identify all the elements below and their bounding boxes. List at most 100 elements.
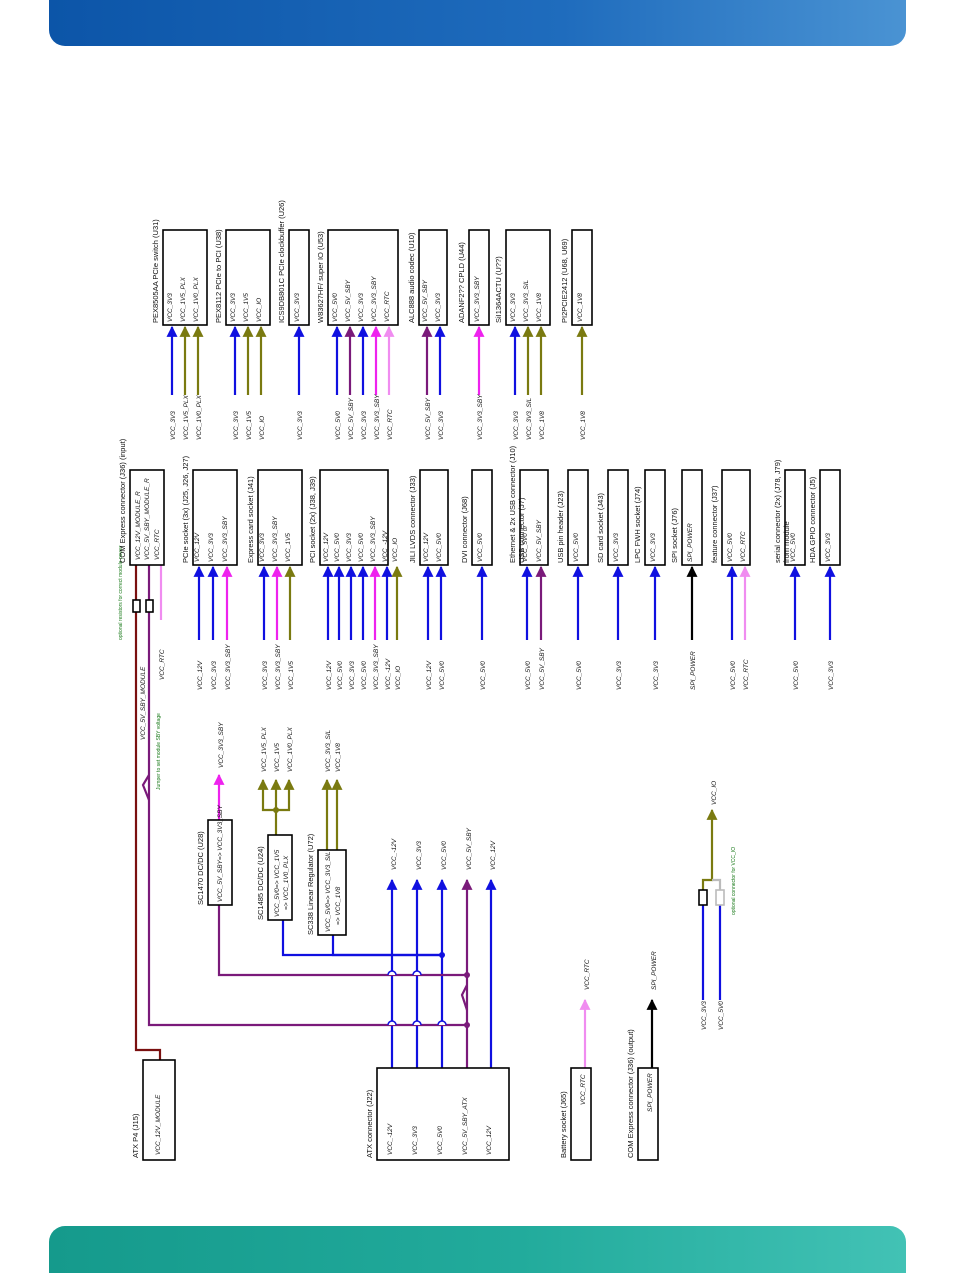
atx-pin-3: VCC_5V_SBY_ATX: [462, 1097, 469, 1155]
module-sby-label: VCC_5V_SBY_MODULE: [140, 666, 147, 740]
right-net-7-0: VCC_1V8: [580, 411, 587, 440]
sc1485-out-label-2: VCC_1V0_PLX: [287, 727, 294, 772]
mid-block-4: [471, 469, 493, 566]
mid-pin-1-2: VCC_1V5: [285, 533, 292, 562]
right-title-4: ALC888 audio codec (U10): [407, 232, 416, 323]
header-band: [49, 0, 906, 46]
battery-rail-label: VCC_RTC: [584, 959, 591, 990]
mid-title-3: JILI LVDS connector (J33): [408, 475, 417, 563]
right-pin-2-0: VCC_3V3: [294, 293, 301, 322]
mid-net-2-0: VCC_12V: [326, 660, 333, 690]
mid-pin-2-6: VCC_IO: [392, 538, 399, 562]
right-block-4: [418, 229, 448, 326]
right-pin-3-3: VCC_3V3_SBY: [371, 276, 378, 322]
right-pin-3-4: VCC_RTC: [384, 291, 391, 322]
mid-pin-7-0: VCC_3V3: [613, 533, 620, 562]
mid-title-4: DVI connector (J68): [460, 496, 469, 563]
right-pin-6-2: VCC_1V8: [536, 293, 543, 322]
atx-connector-title: ATX connector (J22): [365, 1089, 374, 1158]
mid-pin-2-4: VCC_3V3_SBY: [370, 516, 377, 562]
sc338-line2: => VCC_1V8: [335, 886, 342, 925]
mid-net-1-2: VCC_1V5: [288, 661, 295, 690]
mid-pin-3-1: VCC_5V0: [436, 533, 443, 562]
mid-net-5-0: VCC_5V0: [525, 661, 532, 690]
battery-title: Battery socket (J65): [559, 1091, 568, 1158]
com-input-block: [129, 469, 165, 566]
mid-title-8: LPC FWH socket (J74): [633, 486, 642, 563]
vio-in1-label: VCC_3V3: [701, 1001, 708, 1030]
mid-block-0: [192, 469, 238, 566]
mid-net-2-1: VCC_5V0: [337, 661, 344, 690]
junction-5v0: [439, 952, 445, 958]
right-net-1-1: VCC_1V5: [246, 411, 253, 440]
mid-pin-0-1: VCC_3V3: [208, 533, 215, 562]
mid-pin-2-1: VCC_5V0: [334, 533, 341, 562]
sby-switch: [460, 984, 469, 1011]
right-pin-3-1: VCC_5V_SBY: [345, 279, 352, 322]
mid-net-0-0: VCC_12V: [197, 660, 204, 690]
right-block-7: [571, 229, 593, 326]
mid-net-2-3: VCC_5V0: [361, 661, 368, 690]
right-net-6-2: VCC_1V8: [539, 411, 546, 440]
module-jumper: [141, 774, 151, 801]
sc1485-out-a: [257, 778, 278, 835]
vio-note: optional connector for VCC_IO: [731, 847, 737, 915]
mid-net-6-0: VCC_5V0: [576, 661, 583, 690]
sc1485-line1: VCC_5V0=> VCC_1V5: [274, 849, 281, 917]
vio-in2-label: VCC_5V0: [718, 1001, 725, 1030]
mid-net-0-1: VCC_3V3: [211, 661, 218, 690]
com-input-title: COM Express connector (J36) (input): [118, 438, 127, 563]
com-output-block: [637, 1067, 659, 1161]
mid-title-2: PCI socket (2x) (J38, J39): [308, 476, 317, 563]
atx-connector-block: [376, 1067, 510, 1161]
mid-title2-11: from module: [782, 521, 791, 563]
right-title-7: PI2PCIE2412 (U68, U69): [560, 238, 569, 323]
mid-title-11: serial connector (2x) (J78, J79): [773, 459, 782, 563]
sc1470-block: [207, 819, 233, 906]
mid-title-5: Ethernet & 2x USB connector (J10): [508, 445, 517, 563]
sc1470-title: SC1470 DC/DC (U28): [196, 831, 205, 905]
com-output-pin: SPI_POWER: [647, 1073, 654, 1112]
mid-net-1-0: VCC_3V3: [262, 661, 269, 690]
junction-sby-1: [464, 972, 470, 978]
right-net-1-0: VCC_3V3: [233, 411, 240, 440]
sc1485-out-c: [276, 778, 295, 812]
mid-block-3: [419, 469, 449, 566]
right-net-3-0: VCC_5V0: [335, 411, 342, 440]
mid-pin-5-1: VCC_5V_SBY: [536, 519, 543, 562]
battery-pin: VCC_RTC: [580, 1074, 587, 1105]
module-sby-wire: [147, 612, 467, 1027]
right-pin-0-2: VCC_1V0_PLX: [193, 277, 200, 322]
atx-pin-1: VCC_3V3: [412, 1126, 419, 1155]
mid-block-2: [319, 469, 389, 566]
sc1485-junction: [273, 807, 279, 813]
atx-pin-0: VCC_-12V: [387, 1123, 394, 1155]
junction-sby-2: [464, 1022, 470, 1028]
mid-net-2-6: VCC_IO: [395, 666, 402, 690]
right-title-5: ADANF2?? CPLD (U44): [457, 242, 466, 323]
mid-net-2-5: VCC_-12V: [385, 658, 392, 690]
right-block-1: [225, 229, 271, 326]
mid-net-0-2: VCC_3V3_SBY: [225, 644, 232, 690]
atx-p4-block: [142, 1059, 176, 1161]
mid-pin-10-0: VCC_5V0: [727, 533, 734, 562]
right-title-0: PEX8505AA PCIe switch (U31): [151, 219, 160, 323]
right-title-2: ICS9DB801C PCIe clockbuffer (U26): [277, 200, 286, 323]
mid-pin-10-1: VCC_RTC: [740, 531, 747, 562]
hop-b-0: [387, 1020, 397, 1026]
mid-pin-2-2: VCC_3V3: [346, 533, 353, 562]
rail-label-4: VCC_12V: [490, 840, 497, 870]
mid-title-12: HDA GPIO connector (J5): [808, 476, 817, 563]
mid-title2-5: USB connector (J7): [517, 497, 526, 563]
right-title-1: PEX8112 PCIe to PCI (U38): [214, 229, 223, 323]
mid-net-10-1: VCC_RTC: [743, 659, 750, 690]
mid-net-7-0: VCC_3V3: [616, 661, 623, 690]
mid-net-1-1: VCC_3V3_SBY: [275, 644, 282, 690]
rail-label-3: VCC_5V_SBY: [466, 827, 473, 870]
right-net-4-0: VCC_5V_SBY: [425, 397, 432, 440]
atx-p4-title: ATX P4 (J15): [131, 1113, 140, 1158]
right-net-0-0: VCC_3V3: [170, 411, 177, 440]
sc1470-out-label: VCC_3V3_SBY: [218, 722, 225, 768]
mid-net-2-4: VCC_3V3_SBY: [373, 644, 380, 690]
sc338-out-label-1: VCC_1V8: [335, 743, 342, 772]
